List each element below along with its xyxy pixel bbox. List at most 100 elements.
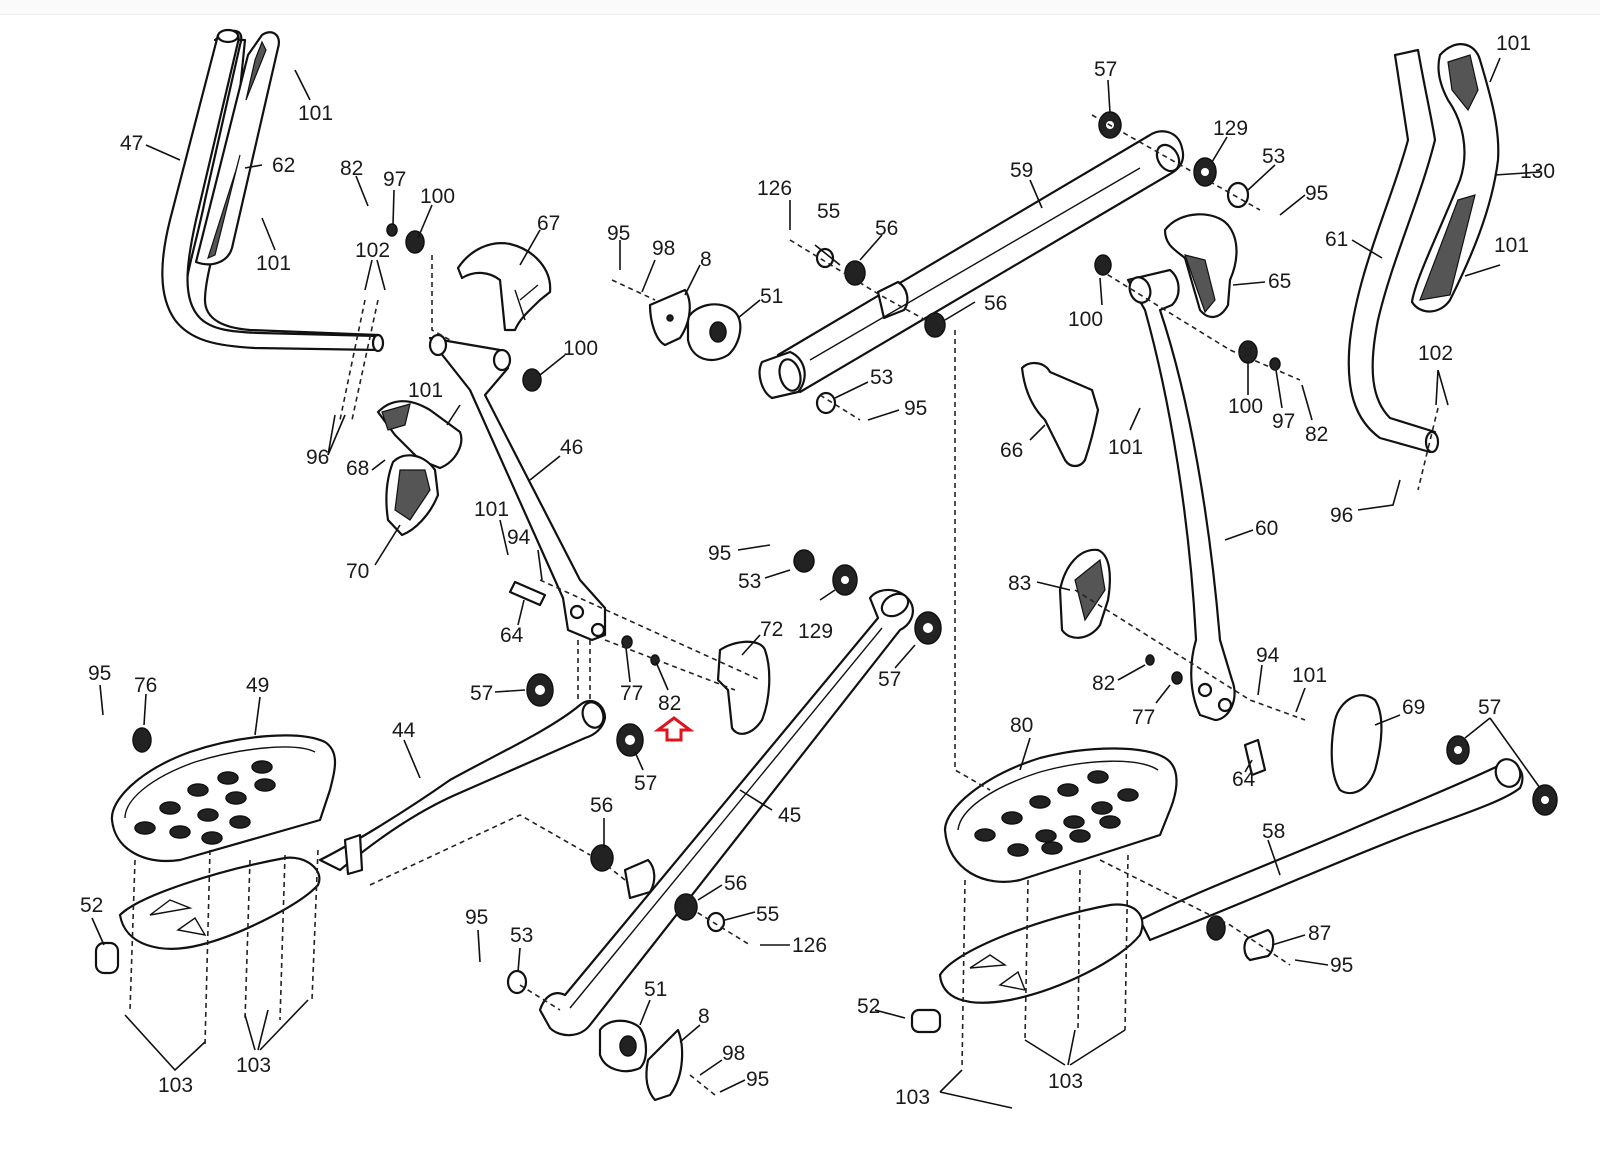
- label-101: 101: [1494, 234, 1529, 257]
- label-57: 57: [1478, 696, 1501, 719]
- label-49: 49: [246, 674, 269, 697]
- label-95: 95: [1305, 182, 1328, 205]
- label-51: 51: [644, 978, 667, 1001]
- label-57: 57: [634, 772, 657, 795]
- label-53: 53: [1262, 145, 1285, 168]
- part-130-right-grip: [1410, 43, 1500, 313]
- part-52-left-cap: [94, 941, 120, 975]
- label-53: 53: [738, 570, 761, 593]
- label-126: 126: [757, 177, 792, 200]
- part-72-shroud: [716, 640, 771, 735]
- label-101: 101: [1496, 32, 1531, 55]
- label-52: 52: [80, 894, 103, 917]
- label-58: 58: [1262, 820, 1285, 843]
- label-95: 95: [746, 1068, 769, 1091]
- label-101: 101: [1292, 664, 1327, 687]
- label-94: 94: [507, 526, 531, 549]
- image-top-border: [0, 0, 1600, 15]
- label-100: 100: [1068, 308, 1103, 331]
- label-130: 130: [1520, 160, 1555, 183]
- part-61-right-upper-handle: [1347, 48, 1440, 454]
- label-96: 96: [306, 446, 329, 469]
- part-83-shroud: [1058, 548, 1111, 639]
- label-68: 68: [346, 457, 369, 480]
- label-94: 94: [1256, 644, 1280, 667]
- label-82: 82: [1092, 672, 1115, 695]
- label-57: 57: [878, 668, 901, 691]
- part-66-shroud: [1020, 362, 1100, 468]
- label-61: 61: [1325, 228, 1348, 251]
- label-126: 126: [792, 934, 827, 957]
- part-44-left-pedal-arm: [318, 699, 607, 876]
- part-49-left-pedal: [110, 734, 337, 863]
- part-8-endcap-lower: [645, 1028, 684, 1102]
- label-44: 44: [392, 719, 416, 742]
- label-96: 96: [1330, 504, 1353, 527]
- part-52-right-cap: [910, 1008, 942, 1034]
- label-45: 45: [778, 804, 801, 827]
- label-57: 57: [470, 682, 493, 705]
- label-102: 102: [1418, 342, 1453, 365]
- label-98: 98: [722, 1042, 745, 1065]
- bearings-and-hardware: [132, 111, 1558, 995]
- part-69-shroud: [1330, 694, 1383, 795]
- part-59-upper-link: [758, 130, 1185, 400]
- label-53: 53: [510, 924, 533, 947]
- label-56: 56: [590, 794, 613, 817]
- label-55: 55: [817, 200, 840, 223]
- label-64: 64: [1232, 768, 1256, 791]
- part-8-endcap-upper: [648, 288, 691, 347]
- label-101: 101: [474, 498, 509, 521]
- label-62: 62: [272, 154, 295, 177]
- label-101: 101: [1108, 436, 1143, 459]
- label-59: 59: [1010, 159, 1033, 182]
- label-95: 95: [904, 397, 927, 420]
- part-58-right-pedal-arm: [1138, 758, 1524, 942]
- label-97: 97: [1272, 410, 1295, 433]
- part-47-left-upper-handle: [161, 28, 385, 353]
- part-51-roller-upper: [686, 303, 742, 362]
- label-82-highlighted: 82: [658, 692, 681, 715]
- label-57: 57: [1094, 58, 1117, 81]
- label-51: 51: [760, 285, 783, 308]
- label-98: 98: [652, 237, 675, 260]
- label-46: 46: [560, 436, 583, 459]
- label-53: 53: [870, 366, 893, 389]
- label-95: 95: [1330, 954, 1353, 977]
- label-64: 64: [500, 624, 524, 647]
- label-72: 72: [760, 618, 783, 641]
- label-129: 129: [798, 620, 833, 643]
- label-102: 102: [355, 239, 390, 262]
- part-46-left-upper-arm: [428, 333, 607, 642]
- label-8: 8: [700, 248, 712, 271]
- label-80: 80: [1010, 714, 1033, 737]
- label-83: 83: [1008, 572, 1031, 595]
- label-129: 129: [1213, 117, 1248, 140]
- label-101: 101: [408, 379, 443, 402]
- label-82: 82: [1305, 423, 1328, 446]
- highlight-arrow-icon: [653, 716, 695, 742]
- label-76: 76: [134, 674, 157, 697]
- label-95: 95: [607, 222, 630, 245]
- label-77: 77: [1132, 706, 1155, 729]
- part-60-right-upper-arm: [1126, 268, 1236, 722]
- label-77: 77: [620, 682, 643, 705]
- part-68-shroud: [376, 400, 463, 470]
- label-100: 100: [563, 337, 598, 360]
- label-52: 52: [857, 995, 880, 1018]
- part-labels: 47 101 62 101 82 97 100 102 96 101 68 70…: [80, 32, 1555, 1109]
- label-8: 8: [698, 1005, 710, 1028]
- label-101: 101: [298, 102, 333, 125]
- label-65: 65: [1268, 270, 1291, 293]
- part-45-lower-link: [538, 588, 914, 1037]
- label-103: 103: [895, 1086, 930, 1109]
- label-82: 82: [340, 157, 363, 180]
- part-62-left-grip: [194, 31, 280, 266]
- right-pedal-base-plate: [938, 903, 1144, 1004]
- label-95: 95: [708, 542, 731, 565]
- label-47: 47: [120, 132, 143, 155]
- label-101: 101: [256, 252, 291, 275]
- label-100: 100: [420, 185, 455, 208]
- left-pedal-base-plate: [118, 856, 321, 950]
